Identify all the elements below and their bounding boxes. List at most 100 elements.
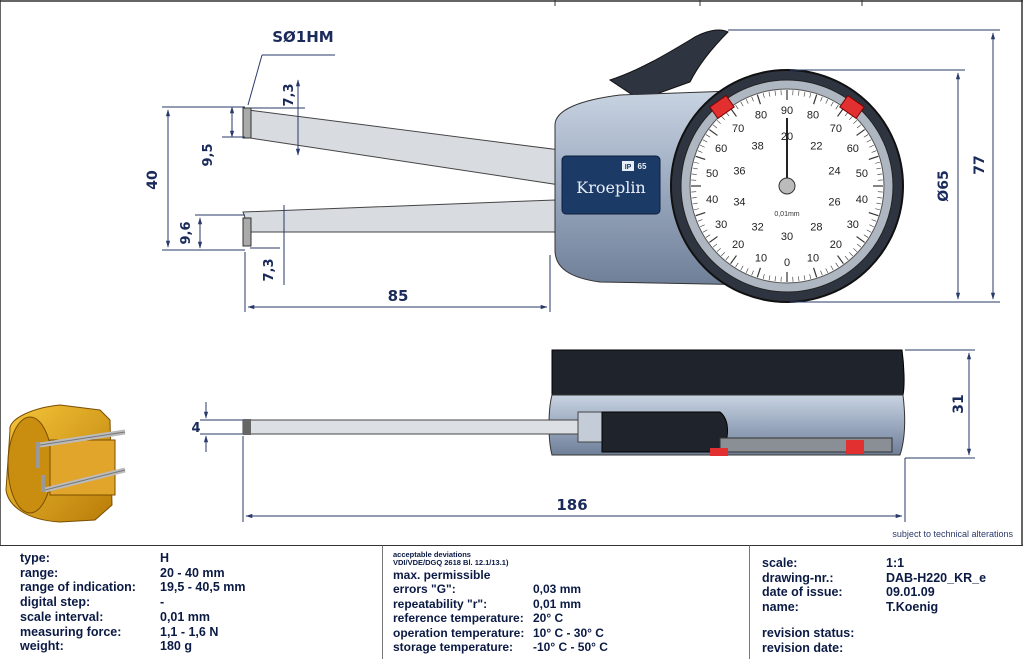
dial-tick [866,139,872,143]
dial-tick [856,124,862,129]
dial-tick [730,255,737,265]
meta-value: DAB-H220_KR_e [886,570,987,585]
dial-tick [712,124,718,129]
dial-tick [849,115,853,120]
dim-body-thickness: 31 [951,394,967,413]
dial-tick [768,91,771,97]
deviation-label: reference temperature: [393,611,524,625]
dial-tick [856,236,866,243]
deviation-value: 0,01 mm [533,596,582,611]
dial-tick [863,134,869,138]
dial-outer-number: 50 [856,168,868,180]
dial-tick [700,224,705,228]
dial-tick [835,262,839,268]
dial-tick [697,219,703,222]
dial-inner-number: 28 [810,221,822,233]
dial-tick [866,229,872,233]
dial-tick [756,94,761,105]
spec-value: 20 - 40 mm [160,565,225,580]
dim-lower-arm-height: 9,6 [179,221,194,244]
deviation-label: operation temperature: [393,625,525,640]
dial-tick [809,92,812,98]
dial-tick [708,236,718,243]
dial-tick [768,275,771,281]
deviation-value: 0,03 mm [533,582,582,596]
dial-tick [876,167,882,170]
meta-label: name: [762,600,799,615]
dial-outer-number: 60 [847,143,859,155]
dial-outer-number: 80 [807,110,819,122]
dial-tick [751,270,754,276]
dial-tick [697,150,703,153]
dial-tick [875,161,881,164]
dial-outer-number: 60 [715,143,727,155]
dim-upper-arm-height: 9,5 [201,143,216,166]
dial-tick [716,120,721,124]
deviation-label: storage temperature: [393,640,514,654]
dial-tick [871,219,877,222]
dial-tick [693,161,699,164]
dial-tick [745,268,749,273]
dial-tick [820,270,823,276]
brand-logo: Kroeplin [576,178,645,197]
deviation-label: errors "G": [393,582,456,596]
dial-tick [774,276,776,282]
dial-outer-number: 70 [830,123,842,135]
ip-badge: IP [625,164,632,171]
dim-tip-offset-top: 7,3 [282,83,297,106]
spec-value: - [160,595,165,610]
dial-inner-number: 38 [751,141,763,153]
dial-tick [830,265,834,271]
dial-tick [853,120,858,124]
dial-tick [820,96,823,102]
dial-tick [877,197,883,199]
dial-tick [798,276,800,282]
dial-inner-number: 24 [828,166,840,178]
spec-label: measuring force: [20,624,122,639]
dial-tick [844,255,849,261]
spec-value: 19,5 - 40,5 mm [160,580,246,595]
dial-outer-number: 90 [781,105,793,117]
dial-tick [863,234,869,238]
dim-total-height: 77 [972,155,988,174]
dial-tick [813,267,818,278]
spec-value: 1,1 - 1,6 N [160,624,219,639]
dial-tick [849,252,853,257]
dial-tick [691,173,697,175]
deviation-value: 20° C [533,611,564,625]
dial-outer-number: 80 [755,110,767,122]
dial-tick [745,99,749,104]
dial-tick [705,134,711,138]
bore-illustration [5,404,126,523]
spec-label: weight: [20,639,64,654]
dial-tick [798,90,800,96]
revision-status: revision status: [762,626,855,640]
dial-outer-number: 70 [732,123,744,135]
deviation-value: -10° C - 50° C [533,640,608,654]
dial-tick [825,268,829,273]
deviation-value: 10° C - 30° C [533,625,604,640]
dial-tick [702,229,708,233]
dim-arm-length: 85 [388,287,409,305]
dial-tick [695,212,706,217]
dial-tick [708,129,718,136]
dial-outer-number: 40 [706,194,718,206]
dial-tick [740,265,744,271]
dial-tick [702,139,708,143]
dim-measuring-range: 40 [145,170,161,190]
spec-value: 180 g [160,639,192,654]
spec-label: range: [20,565,59,580]
dial-tick [695,155,706,160]
dial-tick [692,202,698,205]
brand-plate [561,155,661,215]
dial-tick [835,104,839,110]
spec-value: H [160,551,170,565]
deviations-heading: acceptable deviations [393,550,471,559]
dial-inner-number: 32 [751,221,763,233]
dial-inner-number: 26 [828,196,840,208]
meta-value: 1:1 [886,556,905,570]
tip-label: SØ1HM [272,28,333,46]
dial-outer-number: 30 [715,219,727,231]
revision-date: revision date: [762,641,844,655]
